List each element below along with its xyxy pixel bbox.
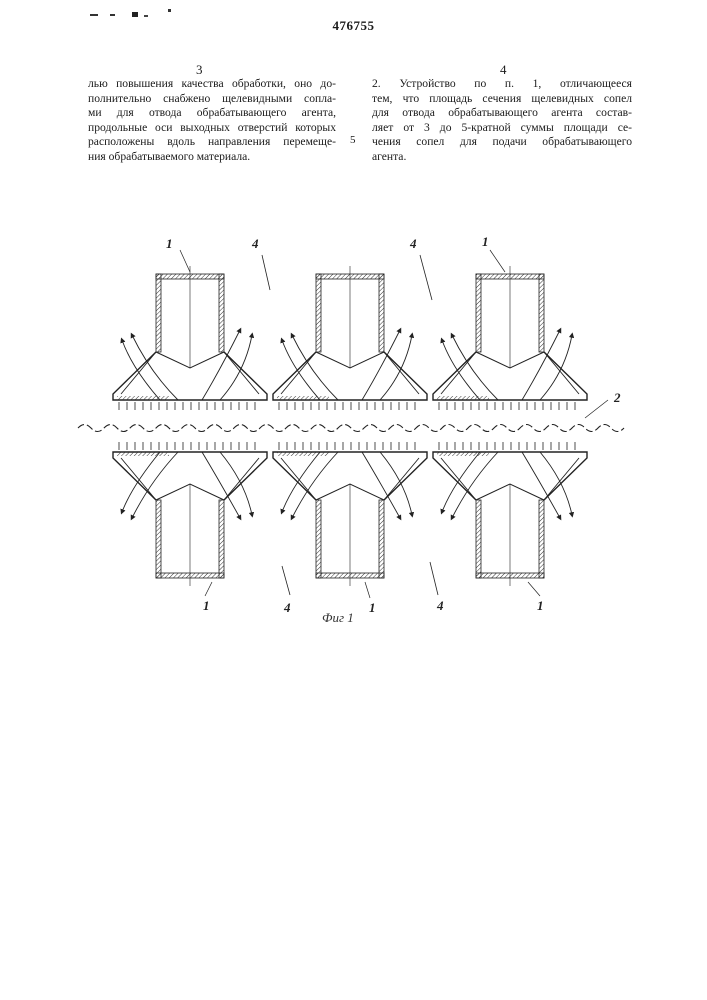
label-nozzle-bottom-3: 1 bbox=[537, 598, 544, 613]
label-exhaust-top-2: 4 bbox=[409, 236, 417, 251]
nozzle-face-hatch bbox=[437, 396, 489, 400]
exhaust-flow-arrow bbox=[540, 335, 572, 400]
figure-drawing bbox=[78, 250, 624, 598]
exhaust-flow-arrow bbox=[292, 452, 338, 518]
nozzle-wall bbox=[476, 274, 481, 352]
nozzle-face-hatch bbox=[277, 396, 329, 400]
label-exhaust-bottom-2: 4 bbox=[436, 598, 444, 613]
exhaust-flow-arrow bbox=[292, 335, 338, 400]
exhaust-flow-arrow bbox=[220, 452, 252, 515]
leader-line bbox=[180, 250, 190, 272]
leader-line bbox=[528, 582, 540, 596]
material-web bbox=[78, 425, 624, 432]
nozzle-wall bbox=[379, 274, 384, 352]
leader-line bbox=[490, 250, 505, 272]
leader-line bbox=[585, 400, 608, 418]
exhaust-flow-arrow bbox=[380, 452, 412, 515]
exhaust-flow-arrow bbox=[132, 335, 178, 400]
figure-caption: Фиг 1 bbox=[322, 610, 354, 625]
nozzle-wall bbox=[156, 500, 161, 578]
nozzle-wall bbox=[316, 500, 321, 578]
label-exhaust-top-1: 4 bbox=[251, 236, 259, 251]
nozzle-wall bbox=[219, 500, 224, 578]
exhaust-flow-arrow bbox=[220, 335, 252, 400]
nozzle-wall bbox=[219, 274, 224, 352]
nozzle-face-hatch bbox=[117, 452, 169, 456]
nozzle-wall bbox=[539, 500, 544, 578]
leader-line bbox=[205, 582, 212, 596]
exhaust-flow-arrow bbox=[452, 335, 498, 400]
nozzle-wall bbox=[539, 274, 544, 352]
label-nozzle-bottom-2: 1 bbox=[369, 600, 376, 615]
exhaust-flow-arrow bbox=[452, 452, 498, 518]
label-nozzle-bottom-1: 1 bbox=[203, 598, 210, 613]
label-nozzle-top-3: 1 bbox=[482, 234, 489, 249]
label-nozzle-top-1: 1 bbox=[166, 236, 173, 251]
exhaust-flow-arrow bbox=[132, 452, 178, 518]
nozzle-wall bbox=[476, 500, 481, 578]
leader-line bbox=[262, 255, 270, 290]
nozzle-face-hatch bbox=[437, 452, 489, 456]
label-material: 2 bbox=[613, 390, 621, 405]
nozzle-face-hatch bbox=[277, 452, 329, 456]
leader-line bbox=[420, 255, 432, 300]
leader-line bbox=[365, 582, 370, 598]
leader-line bbox=[282, 566, 290, 595]
exhaust-flow-arrow bbox=[380, 335, 412, 400]
leader-line bbox=[430, 562, 438, 595]
exhaust-flow-arrow bbox=[540, 452, 572, 515]
nozzle-wall bbox=[379, 500, 384, 578]
nozzle-wall bbox=[316, 274, 321, 352]
nozzle-face-hatch bbox=[117, 396, 169, 400]
label-exhaust-bottom-1: 4 bbox=[283, 600, 291, 615]
nozzle-wall bbox=[156, 274, 161, 352]
